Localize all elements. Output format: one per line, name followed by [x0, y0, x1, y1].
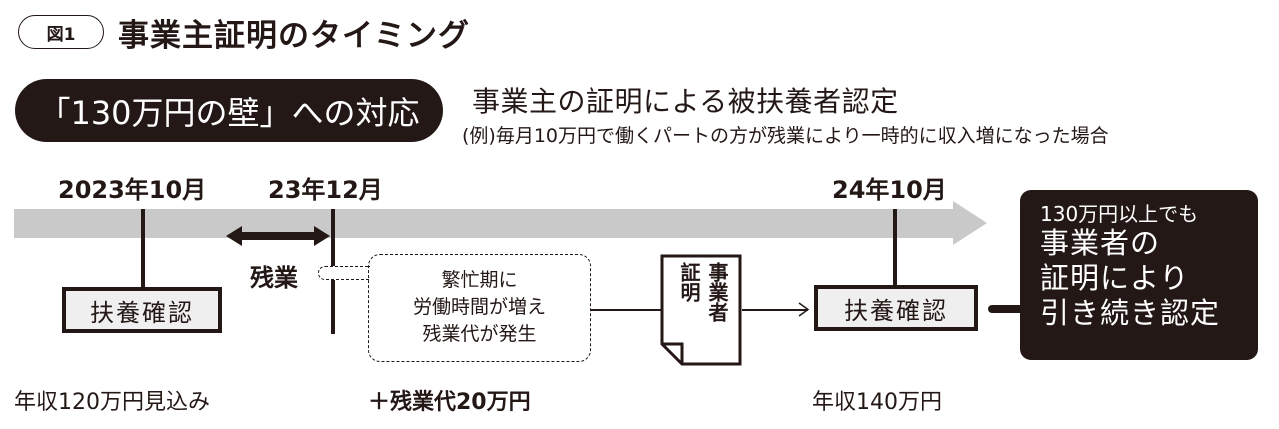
dependent-check-box-1: 扶養確認	[62, 287, 222, 333]
result-callout: 130万円以上でも 事業者の 証明により 引き続き認定	[1020, 190, 1258, 360]
overtime-pay-label: ＋残業代20万円	[368, 390, 531, 415]
result-line-1: 130万円以上でも	[1040, 202, 1199, 226]
bubble-tail	[318, 266, 370, 280]
date-label-24-10: 24年10月	[832, 176, 947, 204]
document-label-employer: 事業者	[705, 262, 729, 322]
arrow-right-icon	[798, 302, 810, 317]
topic-pill: 「130万円の壁」への対応	[15, 79, 443, 142]
dependent-check-label-1: 扶養確認	[90, 298, 194, 327]
result-line-2: 事業者の	[1040, 226, 1161, 260]
date-label-23-12: 23年12月	[268, 176, 383, 204]
date-label-2023-10: 2023年10月	[58, 176, 207, 204]
bubble-line-2: 労働時間が増え	[412, 296, 546, 318]
connector-line-bubble-doc	[591, 309, 661, 311]
income-estimate-label: 年収120万円見込み	[14, 390, 210, 415]
dependent-check-label-2: 扶養確認	[844, 296, 948, 325]
bubble-line-1: 繁忙期に	[441, 269, 518, 291]
income-result-label: 年収140万円	[812, 390, 942, 415]
tick-line-2023-10	[141, 209, 145, 291]
subtitle: 事業主の証明による被扶養者認定	[472, 85, 899, 118]
double-arrow-icon	[226, 226, 330, 246]
result-connector	[988, 305, 1024, 313]
bubble-line-3: 残業代が発生	[422, 323, 537, 345]
dependent-check-box-2: 扶養確認	[814, 285, 978, 331]
timeline-arrow-head-icon	[953, 201, 987, 245]
connector-line-doc-check	[742, 309, 808, 311]
figure-number-badge: 図1	[18, 15, 104, 49]
result-line-3: 証明により	[1040, 261, 1190, 295]
overtime-explanation-bubble: 繁忙期に 労働時間が増え 残業代が発生	[368, 254, 591, 362]
document-label-certificate: 証明	[677, 262, 701, 302]
timeline-bar	[14, 209, 954, 238]
overtime-label: 残業	[250, 264, 298, 292]
result-line-4: 引き続き認定	[1040, 296, 1221, 330]
certificate-document-icon	[660, 254, 742, 366]
document-label: 事業者 証明	[668, 262, 734, 354]
figure-title: 事業主証明のタイミング	[118, 18, 470, 54]
tick-line-24-10	[893, 209, 897, 291]
example-note: (例)毎月10万円で働くパートの方が残業により一時的に収入増になった場合	[462, 125, 1109, 147]
